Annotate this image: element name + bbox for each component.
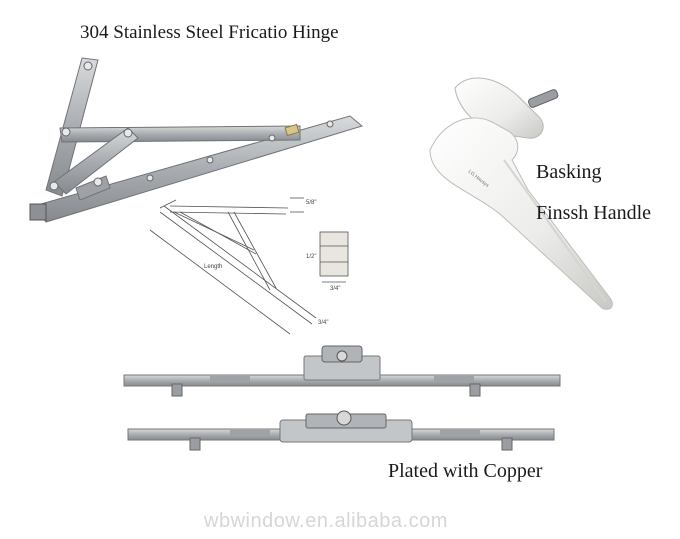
handle-caption-line2: Finssh Handle (536, 202, 651, 224)
espagnolette-caption: Plated with Copper (388, 460, 543, 482)
length-label: Length (204, 264, 222, 270)
dim-3-4-section-label: 3/4" (330, 286, 340, 292)
watermark: wbwindow.en.alibaba.com (204, 510, 448, 532)
friction-hinge-image (29, 57, 364, 223)
espagnolette-upper-image (123, 345, 561, 397)
handle-caption-line1: Basking (536, 161, 602, 183)
window-handle-image: LG Hausys (429, 77, 613, 310)
dim-1-2-label: 1/2" (306, 254, 316, 260)
hinge-dimension-drawing (149, 197, 349, 335)
dim-3-4-label: 3/4" (318, 320, 328, 326)
dim-5-8-label: 5/8" (306, 200, 316, 206)
espagnolette-lower-image (127, 410, 555, 451)
hinge-caption: 304 Stainless Steel Fricatio Hinge (80, 22, 339, 43)
